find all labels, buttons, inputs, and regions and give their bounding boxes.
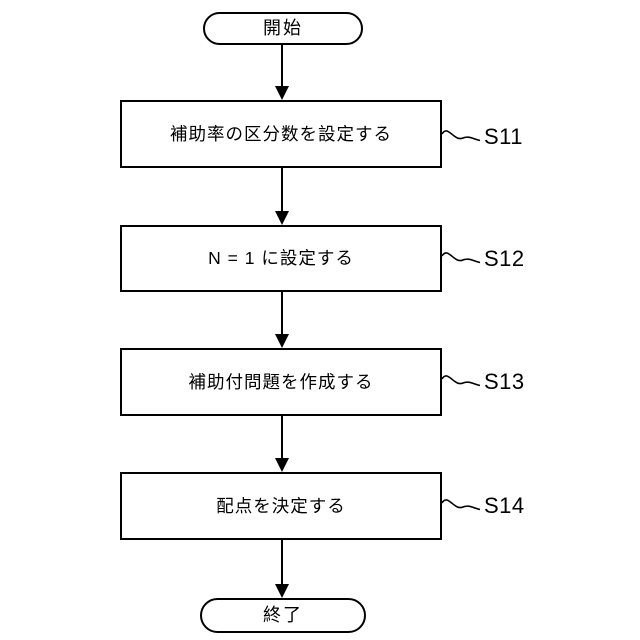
step-ref-s12: S12 <box>441 244 525 274</box>
start-terminal-label: 開始 <box>263 17 303 38</box>
step-ref-s14: S14 <box>441 491 525 521</box>
squiggle-connector-icon <box>441 375 481 387</box>
process-label-s11: 補助率の区分数を設定する <box>170 123 392 144</box>
end-terminal-label: 終了 <box>263 604 303 625</box>
arrow-line <box>281 416 284 461</box>
step-id-s13: S13 <box>484 369 525 394</box>
process-box-s14: 配点を決定する <box>120 472 442 540</box>
squiggle-connector-icon <box>441 130 481 142</box>
arrow-head-icon <box>275 211 289 225</box>
start-terminal: 開始 <box>203 12 363 45</box>
arrow-start-to-s11 <box>275 45 289 100</box>
arrow-s12-to-s13 <box>275 292 289 348</box>
arrow-line <box>281 292 284 337</box>
end-terminal: 終了 <box>200 598 366 633</box>
arrow-head-icon <box>275 458 289 472</box>
process-box-s13: 補助付問題を作成する <box>120 348 442 416</box>
step-ref-s11: S11 <box>441 122 523 152</box>
arrow-head-icon <box>275 334 289 348</box>
process-label-s14: 配点を決定する <box>216 495 346 516</box>
arrow-s13-to-s14 <box>275 416 289 472</box>
arrow-head-icon <box>275 86 289 100</box>
arrow-line <box>281 168 284 214</box>
arrow-head-icon <box>275 584 289 598</box>
process-box-s11: 補助率の区分数を設定する <box>120 100 442 168</box>
step-id-s14: S14 <box>484 493 525 518</box>
squiggle-connector-icon <box>441 499 481 511</box>
step-id-s12: S12 <box>484 246 525 271</box>
step-id-s11: S11 <box>484 124 524 149</box>
arrow-line <box>281 45 284 89</box>
step-ref-s13: S13 <box>441 367 525 397</box>
process-label-s12: N = 1 に設定する <box>208 248 354 268</box>
arrow-s14-to-end <box>275 540 289 598</box>
arrow-s11-to-s12 <box>275 168 289 225</box>
process-box-s12: N = 1 に設定する <box>120 225 442 292</box>
arrow-line <box>281 540 284 587</box>
process-label-s13: 補助付問題を作成する <box>188 371 374 392</box>
squiggle-connector-icon <box>441 252 481 264</box>
